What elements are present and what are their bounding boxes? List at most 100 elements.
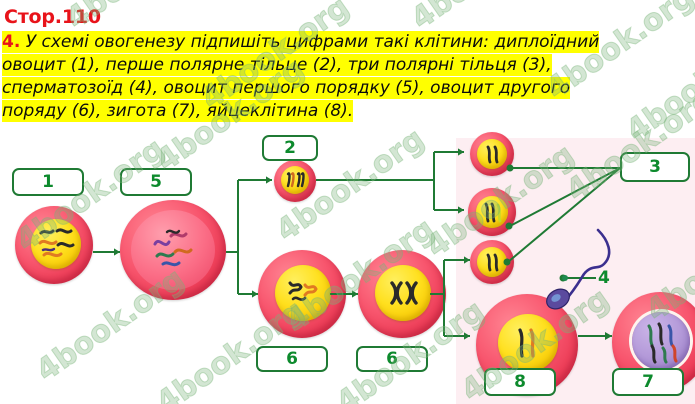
chromosome-group xyxy=(288,281,318,301)
chromosome xyxy=(484,202,490,223)
chromosome xyxy=(155,252,175,258)
chromosome xyxy=(291,296,307,301)
arrowhead-bot-2 xyxy=(464,332,470,340)
chromosome xyxy=(290,172,295,188)
sperm-icon xyxy=(536,224,636,310)
chromosome xyxy=(493,145,499,164)
nucleus xyxy=(275,265,331,321)
box-6b[interactable]: 6 xyxy=(356,346,428,372)
nucleus xyxy=(632,312,690,370)
nucleus xyxy=(31,219,81,269)
box-7-label: 7 xyxy=(642,371,654,392)
chromosome xyxy=(288,281,303,295)
chromosome xyxy=(395,281,403,305)
nucleus xyxy=(476,196,508,228)
cell-polar-body-3 xyxy=(470,240,514,284)
nucleus xyxy=(375,265,431,321)
chromosome-group xyxy=(484,202,502,223)
chromosome-group xyxy=(38,228,75,258)
chromosome xyxy=(39,229,55,235)
box-8[interactable]: 8 xyxy=(484,368,556,396)
nucleus xyxy=(131,210,215,290)
chromosome-group xyxy=(390,281,418,305)
arrowhead-ovum-zygote xyxy=(605,332,612,340)
task-number: 4. xyxy=(2,32,21,52)
chromosome xyxy=(153,239,171,247)
chromosome xyxy=(667,324,674,347)
box-6a-label: 6 xyxy=(286,348,298,369)
chromosome xyxy=(303,283,318,297)
chromosome-group xyxy=(647,322,678,364)
chromosome xyxy=(42,251,63,258)
cell-polar-body-2 xyxy=(468,188,516,236)
leader-dot-2 xyxy=(505,222,513,230)
task-line-2-text: овоцит (1), перше полярне тільце (2), тр… xyxy=(2,54,552,76)
chromosome xyxy=(657,322,664,346)
chromosome xyxy=(300,172,305,188)
arrowhead-5-to-6a xyxy=(252,290,258,298)
box-2[interactable]: 2 xyxy=(262,135,318,161)
chromosome xyxy=(286,172,291,188)
arrowhead-bot-1 xyxy=(464,256,470,264)
arrowhead-6a-6b xyxy=(352,290,358,298)
chromosome xyxy=(647,324,654,347)
nucleus xyxy=(281,166,309,194)
chromosome xyxy=(173,248,193,254)
chromosome-group xyxy=(153,229,193,267)
chromosome xyxy=(529,328,535,358)
chromosome xyxy=(56,241,75,248)
chromosome xyxy=(169,232,188,238)
task-line-3-text: сперматозоїд (4), овоцит першого порядку… xyxy=(2,77,571,99)
cell-first-polar-body xyxy=(274,160,316,202)
chromosome xyxy=(671,344,678,363)
leader-3-to-pb3 xyxy=(507,167,621,263)
arrowhead-top-2 xyxy=(458,206,464,214)
task-line-2: овоцит (1), перше полярне тільце (2), тр… xyxy=(2,54,692,77)
chromosome xyxy=(486,145,492,164)
leader-dot-3 xyxy=(503,258,511,266)
chromosome xyxy=(661,346,668,364)
chromosome-group xyxy=(486,253,499,272)
sperm-midpiece xyxy=(562,275,568,281)
nucleus xyxy=(498,314,558,372)
chromosome xyxy=(493,253,499,272)
chromosome xyxy=(55,228,73,234)
sperm-head-highlight xyxy=(551,294,561,302)
chromosome xyxy=(486,253,492,272)
chromosome xyxy=(496,203,502,223)
box-6b-label: 6 xyxy=(386,348,398,369)
box-3-label: 3 xyxy=(649,156,661,177)
sperm-label-4[interactable]: 4 xyxy=(598,268,610,288)
cell-diploid-oocyte xyxy=(15,206,93,284)
task-text-block: 4. У схемі овогенезу підпишіть цифрами т… xyxy=(2,31,692,123)
chromosome xyxy=(41,247,56,252)
task-line-4-text: поряду (6), зигота (7), яйцеклітина (8). xyxy=(2,100,354,122)
box-5[interactable]: 5 xyxy=(120,168,192,196)
task-line-1: 4. У схемі овогенезу підпишіть цифрами т… xyxy=(2,31,692,54)
box-5-label: 5 xyxy=(150,171,162,192)
chromosome xyxy=(161,261,181,267)
box-6a[interactable]: 6 xyxy=(256,346,328,372)
box-7[interactable]: 7 xyxy=(612,368,684,396)
arrowhead-1-to-5 xyxy=(114,248,120,256)
page-label: Стор.110 xyxy=(4,6,101,28)
sperm-tail xyxy=(562,228,611,304)
arrowhead-5-to-pb xyxy=(266,176,272,184)
chromosome xyxy=(165,229,181,234)
box-1-label: 1 xyxy=(42,171,54,192)
box-3[interactable]: 3 xyxy=(620,152,690,182)
chromosome xyxy=(650,344,657,364)
chromosome-group xyxy=(518,328,535,358)
box-1[interactable]: 1 xyxy=(12,168,84,196)
cell-primary-oocyte xyxy=(120,200,226,300)
chromosome xyxy=(38,239,58,246)
chromosome xyxy=(518,328,524,358)
chromosome xyxy=(296,172,301,188)
nucleus xyxy=(477,139,507,169)
chromosome-group xyxy=(486,145,499,164)
chromosome-group xyxy=(286,172,305,188)
arrowhead-top-1 xyxy=(458,148,464,156)
oogenesis-diagram: 1 5 2 6 6 3 8 7 4 xyxy=(0,132,695,404)
task-line-1-text: У схемі овогенезу підпишіть цифрами такі… xyxy=(25,32,600,52)
